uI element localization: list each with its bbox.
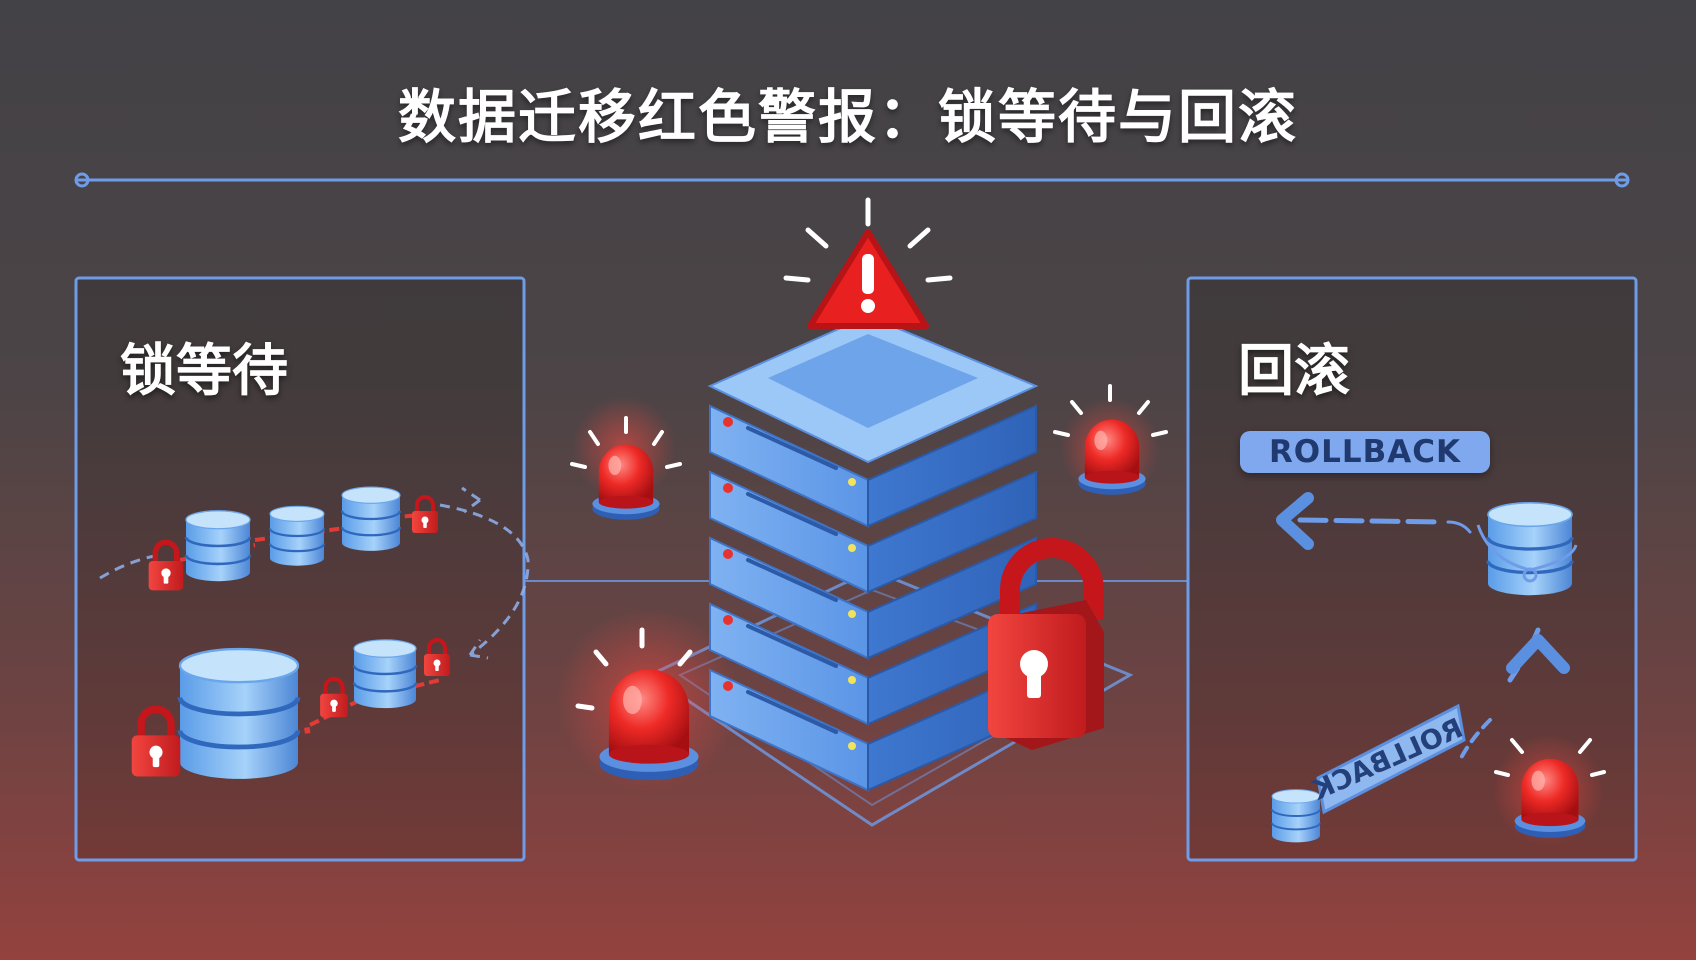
database-icon: [1270, 788, 1322, 844]
server-unit: [709, 404, 1037, 528]
arrow-up-icon: [1458, 627, 1570, 762]
database-icon: [352, 638, 418, 710]
server-stack-icon: [707, 314, 1039, 792]
rollback-badge: ROLLBACK: [1240, 431, 1490, 473]
database-icon: [180, 649, 298, 779]
page-title: 数据迁移红色警报：锁等待与回滚: [397, 83, 1298, 151]
arrow-left-icon: [1276, 492, 1472, 550]
server-unit: [709, 470, 1037, 594]
warning-triangle-icon: [783, 197, 953, 329]
server-unit: [709, 536, 1037, 660]
padlock-icon: [988, 538, 1104, 750]
database-icon: [340, 485, 402, 553]
rollback-label: 回滚: [1238, 339, 1350, 404]
database-icon: [184, 509, 252, 583]
lock-wait-label: 锁等待: [120, 339, 288, 404]
database-icon: [268, 505, 326, 567]
